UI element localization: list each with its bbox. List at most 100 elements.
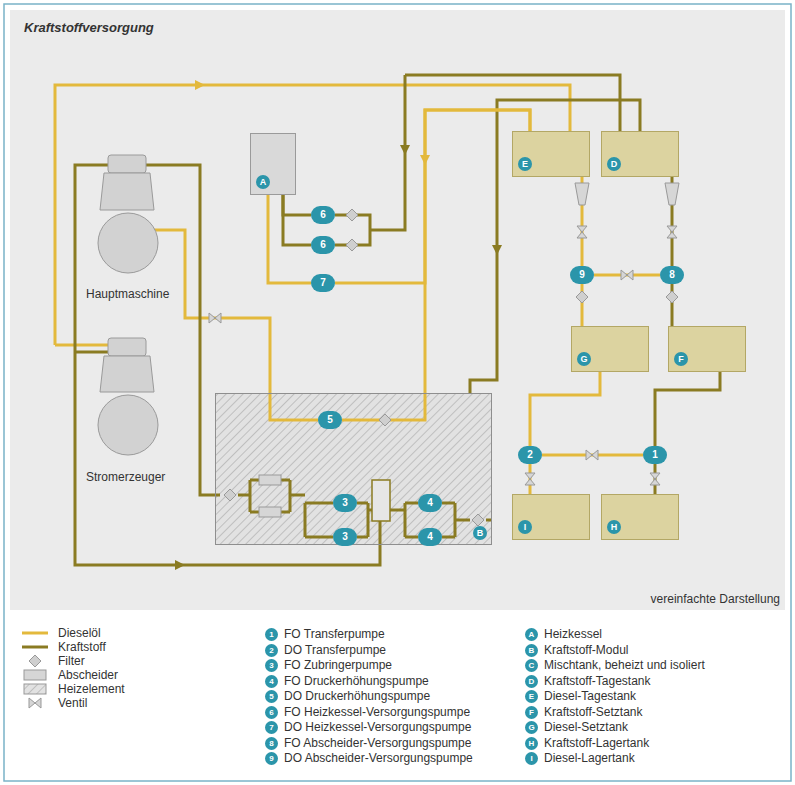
legend-text: Diesel-Setztank	[544, 720, 628, 734]
separator-sample	[24, 670, 46, 680]
key-badge: 5	[265, 690, 278, 703]
legend-text: Filter	[58, 654, 85, 668]
callout-letter: I	[518, 520, 532, 534]
flow-arrow	[400, 145, 410, 155]
module-piping	[238, 480, 492, 537]
valve-sample	[29, 698, 41, 708]
legend-text: DO Heizkessel-Versorgungspumpe	[284, 720, 471, 734]
callout-letter: B	[473, 526, 487, 540]
diagram-ground	[10, 10, 785, 610]
heater-box: A	[250, 133, 296, 195]
legend-text: FO Abscheider-Versorgungspumpe	[284, 736, 471, 750]
legend-entry: DO Transferpumpe	[284, 643, 386, 657]
legend-text: Kraftstoff-Setztank	[544, 705, 643, 719]
legend-text: Mischtank, beheizt und isoliert	[544, 658, 705, 672]
fuel-pipe	[146, 165, 220, 495]
separators	[259, 183, 679, 517]
pump: 8	[660, 266, 684, 284]
callout-letter: D	[607, 157, 621, 171]
filter-symbol	[576, 291, 588, 303]
fuel-pipe	[370, 75, 405, 230]
fuel-pipe	[75, 351, 108, 354]
key-badge: 2	[265, 644, 278, 657]
outer-frame	[4, 4, 791, 781]
pump-number: 1	[652, 450, 658, 460]
fuel-sample	[22, 646, 48, 649]
pump: 4	[418, 494, 442, 512]
pipe-connector	[335, 110, 530, 283]
filter-symbol	[666, 291, 678, 303]
legend-entry: DO Heizkessel-Versorgungspumpe	[284, 720, 471, 734]
callout-letter: H	[607, 520, 621, 534]
key-badge: B	[525, 644, 538, 657]
callout-letter: E	[518, 157, 532, 171]
valve-symbol	[650, 473, 660, 485]
legend-entry: Kraftstoff-Lagertank	[544, 736, 649, 750]
legend-text: Abscheider	[58, 668, 118, 682]
valve-symbol	[577, 226, 587, 238]
part-label: Stromerzeuger	[86, 470, 165, 484]
legend-text: Kraftstoff	[58, 640, 106, 654]
legend-entry: Filter	[58, 654, 85, 668]
callout-letter: G	[577, 352, 591, 366]
pump-number: 4	[427, 532, 433, 542]
legend-text: Ventil	[58, 696, 87, 710]
fuel-pipe	[405, 75, 620, 131]
key-badge: 4	[265, 675, 278, 688]
legend-samples	[22, 633, 48, 708]
mixing-tank	[372, 480, 390, 521]
callout-letter: F	[674, 352, 688, 366]
pump-number: 2	[527, 450, 533, 460]
pump-number: 4	[427, 498, 433, 508]
pump: 6	[311, 206, 335, 224]
legend-text: Dieselöl	[58, 626, 101, 640]
fuel-pipe	[75, 165, 380, 565]
key-badge: F	[525, 706, 538, 719]
legend-entry: Heizelement	[58, 682, 125, 696]
pump-number: 6	[320, 240, 326, 250]
legend-entry: DO Druckerhöhungspumpe	[284, 689, 430, 703]
filter-symbol	[346, 209, 358, 221]
key-badge: H	[525, 737, 538, 750]
legend-entry: FO Druckerhöhungspumpe	[284, 674, 429, 688]
legend-entry: Diesel-Setztank	[544, 720, 628, 734]
callout-letter: A	[256, 175, 270, 189]
engine-body	[100, 173, 154, 210]
flow-arrows	[175, 80, 502, 570]
pump-number: 3	[342, 498, 348, 508]
pump: 7	[311, 274, 335, 292]
valve-symbol	[621, 270, 633, 280]
pump: 3	[333, 494, 357, 512]
legend-text: DO Druckerhöhungspumpe	[284, 689, 430, 703]
tank: H	[601, 494, 679, 540]
valve-symbol	[209, 313, 221, 323]
separator-symbol	[259, 475, 281, 485]
pipe-connector	[342, 110, 530, 420]
valve-symbol	[667, 226, 677, 238]
legend-entry: Dieselöl	[58, 626, 101, 640]
tank: G	[571, 326, 649, 372]
legend-text: DO Abscheider-Versorgungspumpe	[284, 751, 473, 765]
filter-symbol	[346, 239, 358, 251]
fuel-module: B53434	[215, 393, 492, 545]
diesel-pipe	[55, 85, 570, 345]
pipe-connector	[530, 372, 600, 446]
legend-entry: Heizkessel	[544, 627, 602, 641]
heating-hatch	[215, 393, 492, 545]
key-badge: C	[525, 659, 538, 672]
filter-symbol	[224, 489, 236, 501]
separator-funnel	[665, 183, 679, 205]
legend-entry: Kraftstoff-Modul	[544, 643, 628, 657]
legend-entry: Abscheider	[58, 668, 118, 682]
pipe-connector	[283, 195, 311, 215]
tank: F	[668, 326, 746, 372]
key-badge: A	[525, 628, 538, 641]
heating-sample	[24, 684, 46, 694]
flow-arrow	[175, 560, 185, 570]
legend-text: Heizelement	[58, 682, 125, 696]
generator-rotor	[98, 395, 158, 455]
diesel-sample	[22, 632, 48, 635]
diagram-title: Kraftstoffversorgung	[24, 20, 154, 35]
legend-entry: FO Heizkessel-Versorgungspumpe	[284, 705, 470, 719]
tank: I	[512, 494, 590, 540]
